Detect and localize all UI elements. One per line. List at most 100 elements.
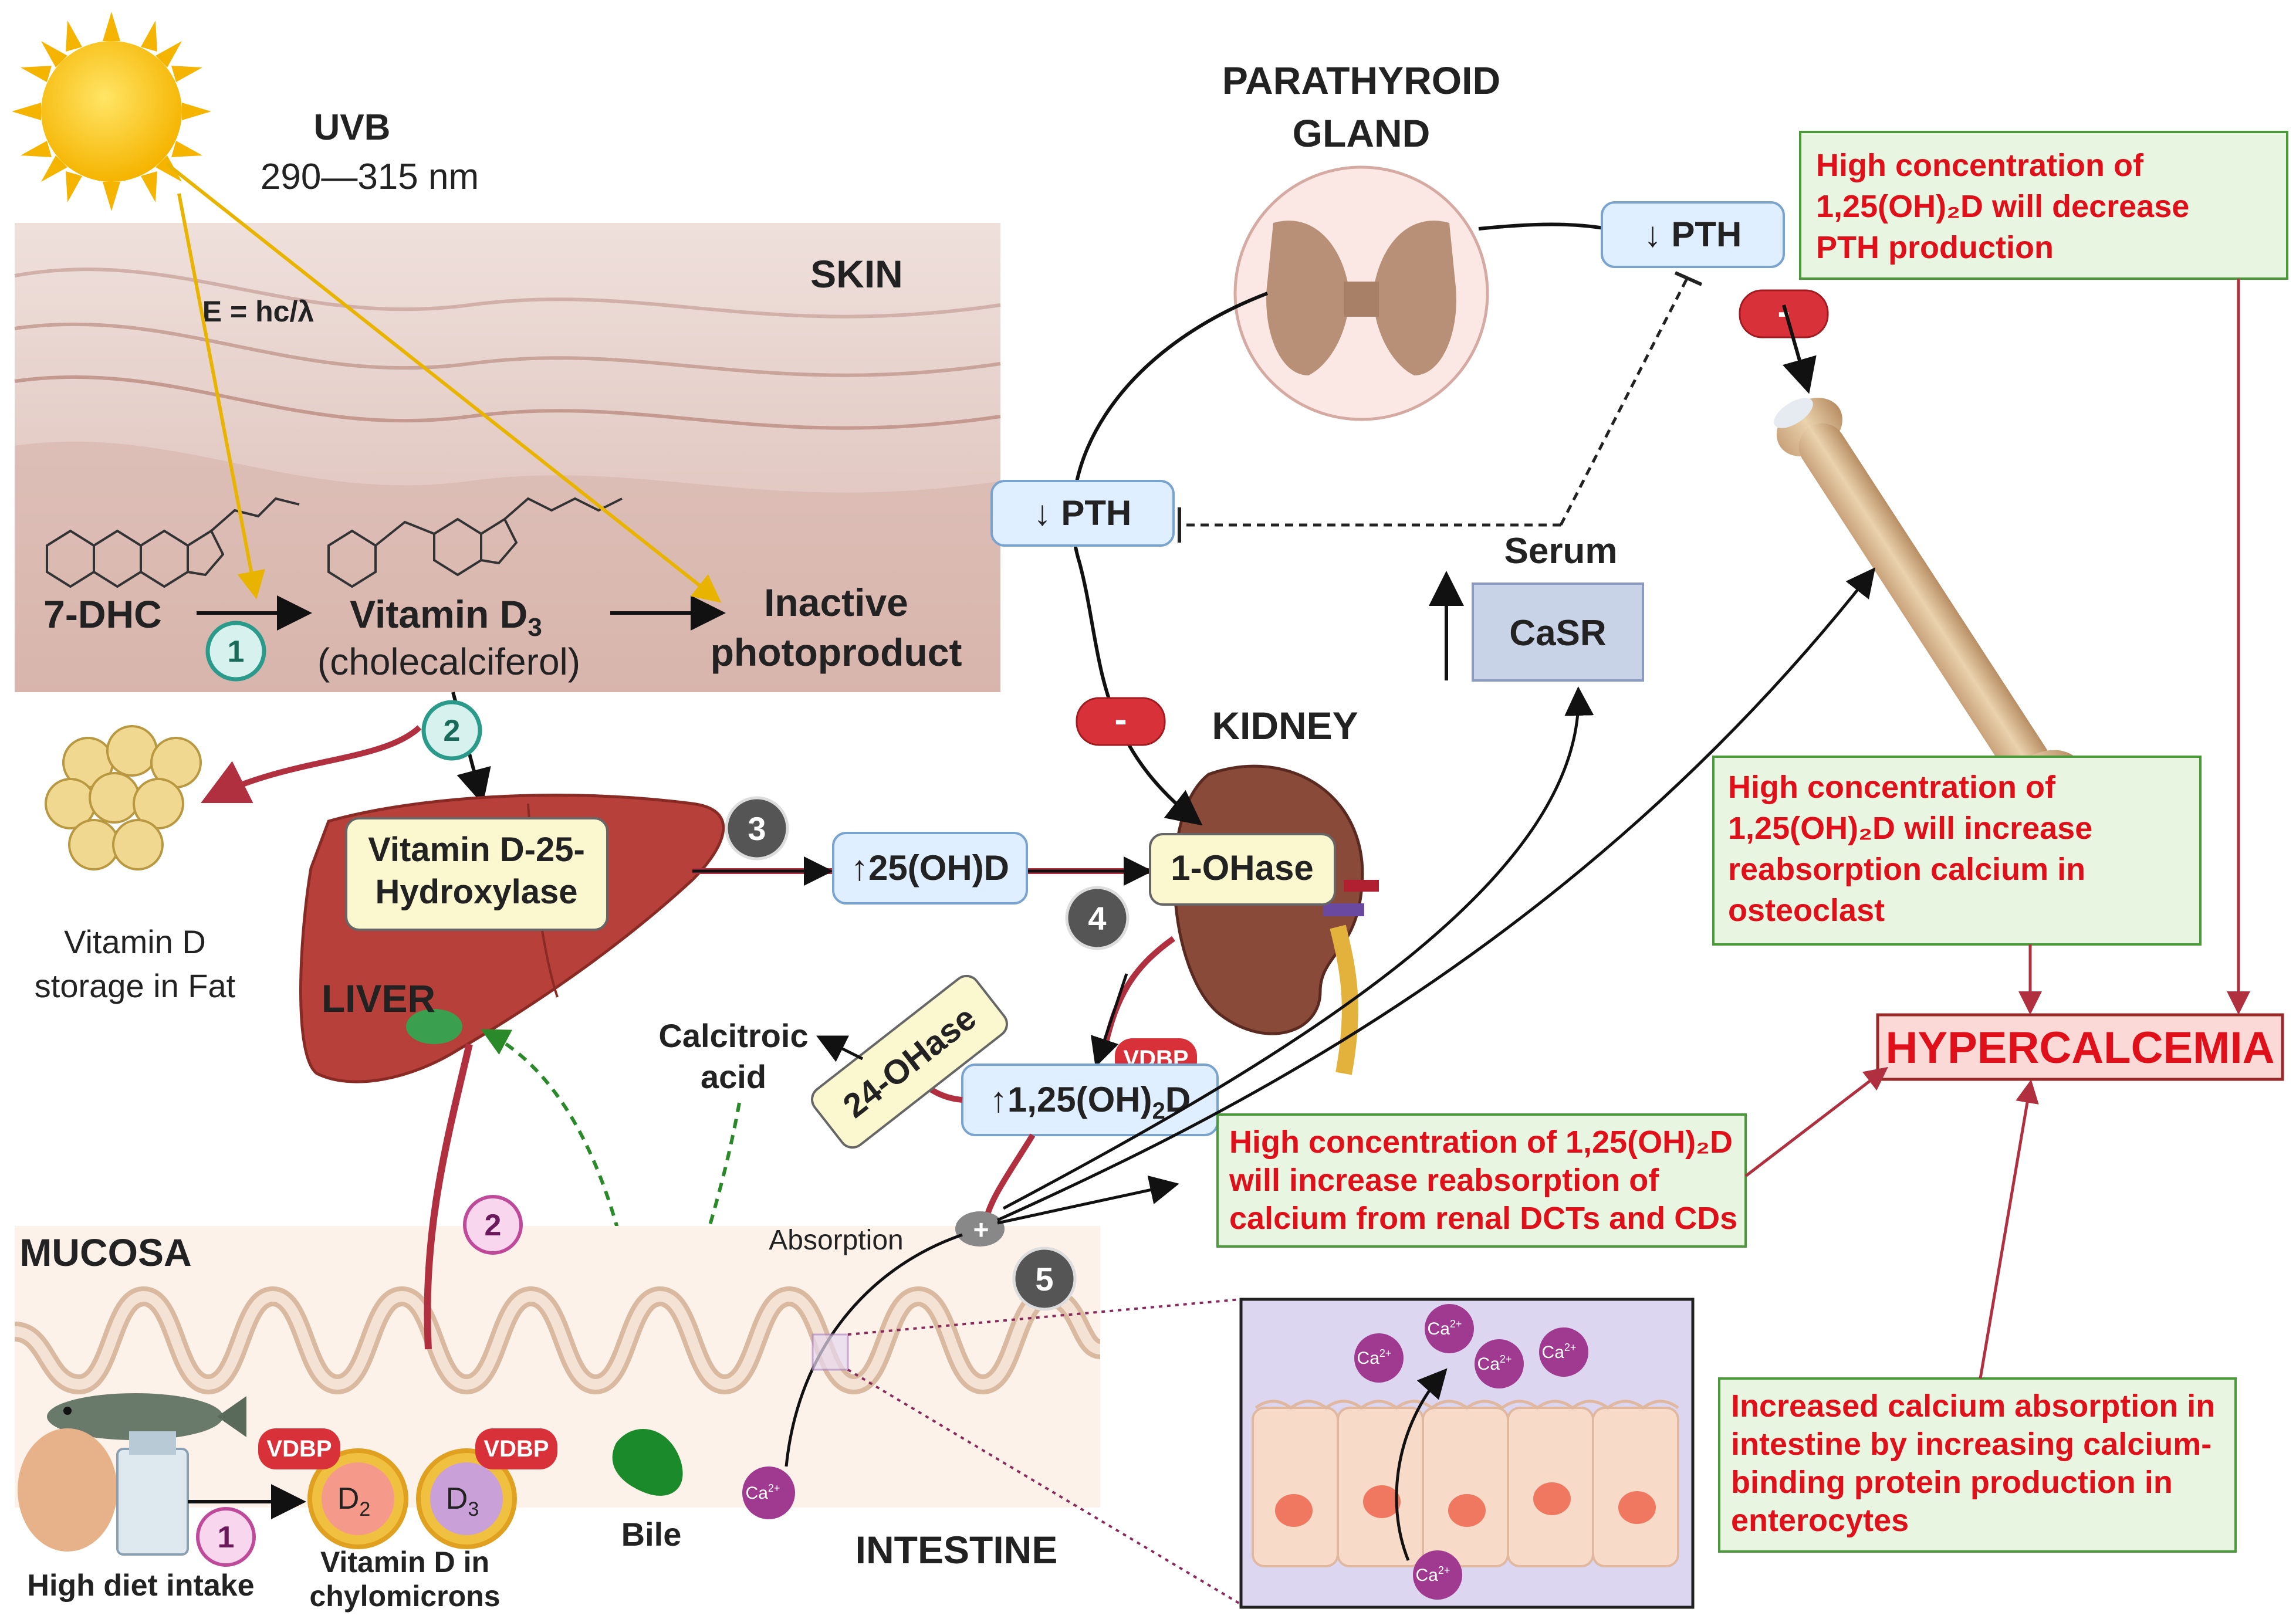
inhibit-badge-parathyroid: -	[1739, 289, 1829, 338]
svg-text:D2: D2	[337, 1482, 370, 1520]
chylomicron-label-line1: Vitamin D in	[320, 1546, 489, 1579]
inactive-photoproduct-line1: Inactive	[764, 581, 908, 624]
7-dhc-molecule-icon	[46, 497, 300, 588]
inhibit-badge-kidney: -	[1076, 697, 1166, 746]
svg-text:Ca2+: Ca2+	[746, 1482, 780, 1503]
parathyroid-label-line2: GLAND	[1293, 111, 1431, 155]
hypercalcemia-outcome: HYPERCALCEMIA	[1876, 1013, 2284, 1081]
uv-ray-to-7dhc	[177, 193, 265, 599]
calcium-ion-inset-5: Ca2+	[1413, 1550, 1462, 1600]
svg-text:High concentration of: High concentration of	[1728, 770, 2056, 805]
svg-text:calcium from renal DCTs and CD: calcium from renal DCTs and CDs	[1229, 1201, 1737, 1236]
parathyroid-gland-icon	[1233, 165, 1489, 421]
fish-icon	[47, 1393, 246, 1440]
svg-text:Ca2+: Ca2+	[1357, 1347, 1392, 1368]
arrow-transporter-to-casr	[1002, 686, 1594, 1210]
svg-text:binding protein production in: binding protein production in	[1731, 1465, 2173, 1500]
fat-cells-icon	[45, 725, 202, 871]
calcium-ion-inset-4: Ca2+	[1539, 1327, 1588, 1377]
svg-text:Ca2+: Ca2+	[1416, 1564, 1450, 1585]
mucosa-section	[13, 1226, 1103, 1508]
svg-text:will increase reabsorption of: will increase reabsorption of	[1229, 1163, 1659, 1198]
svg-text:1-OHase: 1-OHase	[1171, 848, 1313, 888]
svg-text:osteoclast: osteoclast	[1728, 893, 1885, 928]
step-badge-intestine-5: 5	[1012, 1247, 1077, 1311]
inhibit-bar-pth-parathyroid	[1674, 271, 1703, 286]
bile-icon	[612, 1429, 683, 1496]
calcium-transporter-icon: +	[955, 1211, 1005, 1247]
svg-text:↓ PTH: ↓ PTH	[1644, 215, 1742, 254]
calcitroic-line1: Calcitroic	[658, 1017, 808, 1054]
uv-ray-to-photoproduct	[166, 162, 722, 603]
degradation-enzyme-box: 24-OHase	[811, 974, 1008, 1149]
arrow-to-calcitriol	[1090, 973, 1128, 1068]
step-badge-mucosa-2: 2	[463, 1195, 523, 1255]
vessel-to-fat	[201, 725, 422, 803]
zoom-region-marker	[811, 1333, 849, 1371]
svg-text:-: -	[1114, 698, 1127, 740]
svg-text:3: 3	[748, 810, 766, 847]
liver-label: LIVER	[322, 977, 435, 1020]
diet-label: High diet intake	[27, 1569, 254, 1603]
fat-storage-line1: Vitamin D	[64, 923, 206, 960]
svg-text:2: 2	[485, 1208, 502, 1242]
step-badge-kidney-4: 4	[1065, 886, 1130, 950]
dashed-casr-to-pth-parathyroid	[1559, 277, 1689, 526]
svg-text:Ca2+: Ca2+	[1542, 1342, 1577, 1362]
intestine-label: INTESTINE	[855, 1528, 1058, 1571]
liver-enzyme-box: Vitamin D-25- Hydroxylase	[345, 817, 608, 931]
parathyroid-label-line1: PARATHYROID	[1222, 59, 1500, 102]
pth-box-parathyroid: ↓ PTH	[1601, 201, 1785, 268]
note-bone-reabsorption: High concentration of 1,25(OH)₂D will in…	[1712, 756, 2202, 946]
svg-text:D3: D3	[446, 1482, 479, 1520]
svg-text:Ca2+: Ca2+	[1428, 1318, 1462, 1339]
note-renal-reabsorption: High concentration of 1,25(OH)₂D will in…	[1216, 1113, 1747, 1248]
svg-text:Vitamin D-25-: Vitamin D-25-	[368, 831, 585, 869]
svg-text:High concentration of: High concentration of	[1816, 148, 2144, 183]
fat-storage-line2: storage in Fat	[35, 967, 236, 1004]
svg-text:CaSR: CaSR	[1509, 613, 1606, 653]
svg-text:+: +	[973, 1214, 989, 1245]
kidney-enzyme-box: 1-OHase	[1149, 833, 1336, 906]
calcium-ion-inset-1: Ca2+	[1354, 1333, 1404, 1383]
sun-icon	[12, 12, 211, 211]
skin-label: SKIN	[810, 252, 903, 296]
inactive-photoproduct-line2: photoproduct	[711, 631, 962, 674]
chylomicron-d3: D3	[416, 1448, 517, 1549]
milk-bottle-icon	[116, 1431, 189, 1556]
note-pth-decrease: High concentration of 1,25(OH)₂D will de…	[1799, 131, 2288, 280]
svg-text:Hydroxylase: Hydroxylase	[376, 873, 578, 911]
mucosa-label: MUCOSA	[19, 1231, 191, 1274]
arrow-to-calcitroic	[816, 1035, 864, 1062]
enterocyte-inset	[1239, 1298, 1695, 1609]
casr-box: CaSR	[1472, 582, 1644, 682]
svg-text:1: 1	[228, 635, 245, 669]
svg-text:enterocytes: enterocytes	[1731, 1503, 1909, 1538]
pth-box-kidney: ↓ PTH	[990, 480, 1175, 547]
dashed-bile-to-liver	[481, 1029, 653, 1426]
svg-text:1,25(OH)₂D will increase: 1,25(OH)₂D will increase	[1728, 811, 2092, 846]
svg-text:↑1,25(OH)2D: ↑1,25(OH)2D	[990, 1080, 1191, 1124]
egg-icon	[18, 1428, 117, 1552]
arrow-calcium-to-transporter	[785, 1233, 963, 1467]
svg-text:intestine by increasing calciu: intestine by increasing calcium-	[1731, 1427, 2212, 1462]
arrow-transporter-to-bone	[996, 567, 1876, 1222]
arrow-intestine-note-to-outcome	[1979, 1079, 2039, 1379]
chylomicron-label-line2: chylomicrons	[309, 1580, 500, 1613]
line-parathyroid-to-pth	[1478, 222, 1608, 231]
svg-text:5: 5	[1035, 1261, 1053, 1298]
svg-text:Ca2+: Ca2+	[1477, 1353, 1512, 1374]
svg-text:↑25(OH)D: ↑25(OH)D	[851, 848, 1009, 888]
calcitroic-line2: acid	[701, 1058, 766, 1095]
svg-text:HYPERCALCEMIA: HYPERCALCEMIA	[1886, 1023, 2275, 1073]
svg-text:2: 2	[444, 714, 461, 748]
arrow-pth-to-bone	[1782, 304, 1817, 394]
step-badge-liver-3: 3	[725, 796, 789, 861]
zoom-line-top	[847, 1298, 1242, 1336]
note-intestine-absorption: Increased calcium absorption in intestin…	[1718, 1377, 2237, 1553]
zoom-line-bottom	[847, 1369, 1242, 1606]
arrow-transporter-to-renal-note	[997, 1176, 1179, 1225]
vessel-calcitriol-to-intestine	[983, 1133, 1036, 1221]
calcitriol-box: ↑1,25(OH)2D	[961, 1063, 1219, 1136]
